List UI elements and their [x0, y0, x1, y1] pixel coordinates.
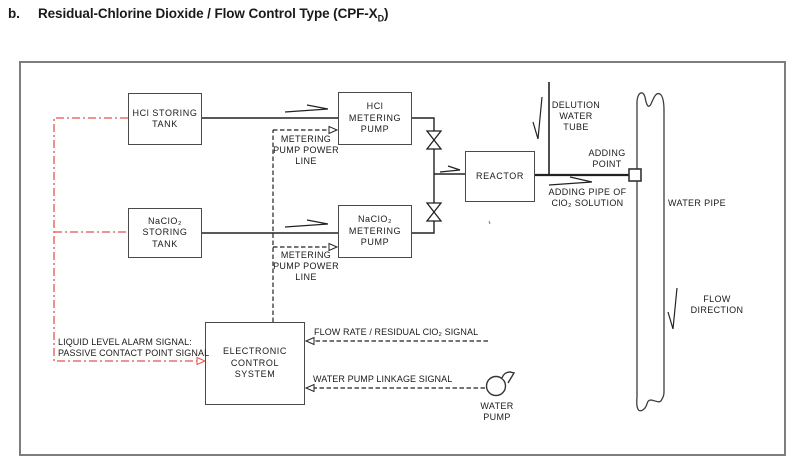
alarm-signal-arrowhead-icon [196, 356, 207, 366]
adding-pipe-label: ADDING PIPE OF ClO₂ SOLUTION [548, 187, 627, 208]
flow-arrow-icon [439, 165, 461, 173]
title-subscript: D [377, 13, 385, 24]
adding-point-label: ADDING POINT [588, 148, 626, 169]
metering-pump-power-line-label-2: METERING PUMP POWER LINE [273, 250, 339, 282]
valve-icon [425, 138, 443, 150]
liquid-level-alarm-label: LIQUID LEVEL ALARM SIGNAL: PASSIVE CONTA… [58, 337, 210, 358]
flow-arrows [284, 96, 678, 330]
hcl-storing-tank-box: HCl STORING TANK [128, 93, 202, 145]
flow-direction-arrow-icon [667, 287, 678, 330]
liquid-level-alarm-signal-line [53, 117, 197, 362]
flow-direction-label: FLOW DIRECTION [690, 294, 744, 315]
hcl-pump-to-junction-line [412, 117, 435, 174]
process-lines [202, 82, 633, 234]
flow-arrow-icon [284, 104, 329, 113]
valves [425, 130, 443, 222]
valve-icon [425, 130, 443, 142]
metering-pump-power-line-label-1: METERING PUMP POWER LINE [273, 134, 339, 166]
water-pipe-break-top [636, 92, 665, 112]
flow-rate-signal-label: FLOW RATE / RESIDUAL ClO₂ SIGNAL [314, 327, 479, 337]
water-pipe-break-bottom [636, 391, 665, 412]
naclo2-metering-pump-box: NaClO₂ METERING PUMP [338, 205, 412, 258]
water-pipe-label: WATER PIPE [668, 198, 727, 208]
electronic-control-system-box: ELECTRONIC CONTROL SYSTEM [205, 322, 305, 405]
signal-lines [272, 129, 488, 389]
naclo2-pump-to-junction-line [412, 174, 435, 234]
signal-arrowhead-icon [328, 242, 339, 252]
reactor-box: REACTOR [465, 151, 535, 202]
signal-arrowhead-icon [304, 336, 315, 346]
signal-arrowhead-icon [328, 125, 339, 135]
title-index: b. [8, 6, 20, 21]
valve-icon [425, 210, 443, 222]
signal-arrowheads [304, 125, 339, 393]
water-pump-label: WATER PUMP [480, 401, 514, 422]
page-title: b. Residual-Chlorine Dioxide / Flow Contr… [8, 6, 389, 24]
valve-icon [425, 202, 443, 214]
water-pump-linkage-label: WATER PUMP LINKAGE SIGNAL [313, 374, 453, 384]
stray-mark [488, 220, 491, 225]
alarm-signal-path [53, 117, 197, 362]
flow-arrow-icon [548, 176, 593, 186]
down-flow-arrow-icon [532, 96, 543, 140]
signal-arrowhead-icon [304, 383, 315, 393]
water-pipe-shape [636, 92, 665, 412]
flow-arrow-icon [284, 219, 329, 228]
title-suffix: ) [383, 6, 389, 21]
title-text: Residual-Chlorine Dioxide / Flow Control… [38, 6, 378, 21]
adding-point-square [628, 168, 642, 182]
diagram-frame [19, 61, 786, 456]
delution-water-tube-label: DELUTION WATER TUBE [551, 100, 601, 132]
water-pump-icon [485, 371, 516, 397]
naclo2-storing-tank-box: NaClO₂ STORING TANK [128, 208, 202, 258]
hcl-metering-pump-box: HCl METERING PUMP [338, 92, 412, 145]
